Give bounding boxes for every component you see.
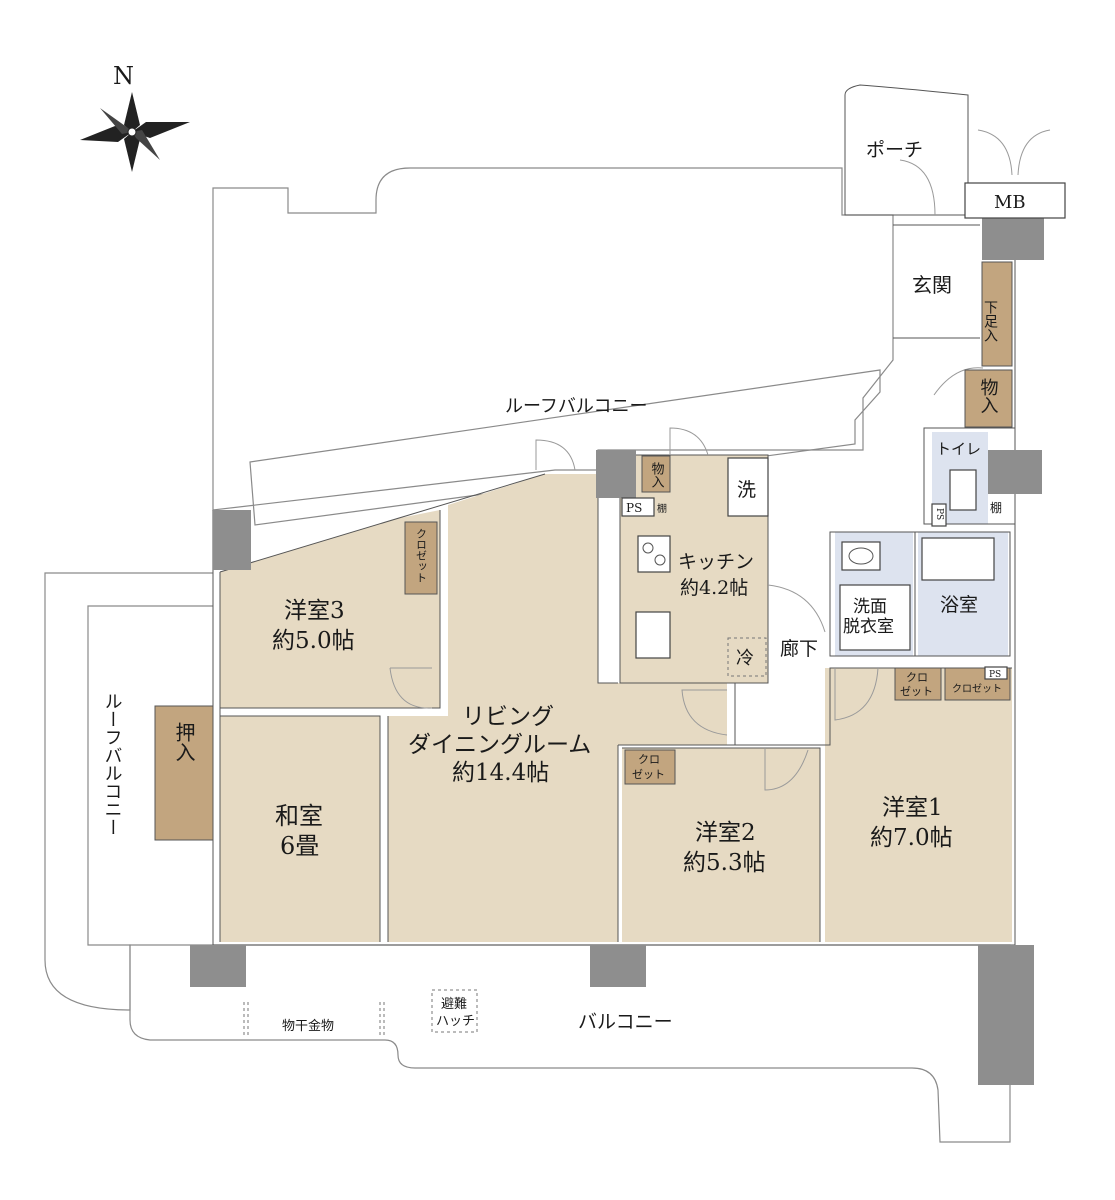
bathtub-icon <box>921 537 995 581</box>
sink-icon <box>635 611 671 659</box>
hatch-label-1: 避難 <box>441 997 467 1012</box>
ps-box-toilet <box>931 503 947 527</box>
laundry-hardware-label: 物干金物 <box>282 1018 334 1034</box>
kitchen-storage-block <box>641 455 671 493</box>
balcony-area <box>129 944 1011 1143</box>
stove-icon <box>637 535 671 573</box>
oshiire-label: 押入 <box>172 722 196 762</box>
hatch-label-2: ハッチ <box>436 1014 475 1029</box>
entrance-label: 玄関 <box>912 273 952 297</box>
western2-closet-block <box>624 749 676 785</box>
ps-box-hall <box>984 666 1008 680</box>
western1-size-label: 約7.0帖 <box>870 825 953 851</box>
western3-closet-block <box>404 521 438 595</box>
north-label: N <box>113 62 134 90</box>
western-room-3-floor <box>220 510 440 708</box>
roof-balcony-top-area <box>212 167 894 511</box>
western2-name-label: 洋室2 <box>695 820 756 846</box>
western3-name-label: 洋室3 <box>284 598 345 624</box>
western-room-1-floor <box>825 668 1012 942</box>
toilet-bowl-icon <box>949 469 977 511</box>
japanese-room-floor <box>220 716 380 942</box>
living-label-1: リビング <box>462 704 554 730</box>
washroom-label-1: 洗面 <box>853 597 887 617</box>
washing-machine-space <box>839 584 911 651</box>
living-room-floor <box>388 474 727 942</box>
living-size-label: 約14.4帖 <box>452 760 549 786</box>
closet-w2-label-2: ゼット <box>632 768 665 781</box>
balcony-label: バルコニー <box>578 1011 673 1033</box>
western2-size-label: 約5.3帖 <box>683 850 766 876</box>
fridge-space <box>727 637 767 677</box>
closet-w1a-label-1: クロ <box>906 671 928 684</box>
toilet-label: トイレ <box>936 440 981 458</box>
hallway-label: 廊下 <box>780 638 818 660</box>
shelf-toilet-label: 棚 <box>990 500 1002 515</box>
oshiire-block <box>154 705 214 841</box>
western1-closet-a-block <box>894 667 942 701</box>
mb-label: MB <box>994 192 1026 213</box>
japanese-size-label: 6畳 <box>280 832 319 860</box>
bathroom-label: 浴室 <box>940 594 978 616</box>
roof-balcony-left-label: ルーフバルコニー <box>102 692 123 836</box>
washroom-label-2: 脱衣室 <box>843 617 894 637</box>
evacuation-hatch <box>431 989 478 1033</box>
roof-balcony-top-label: ルーフバルコニー <box>505 396 648 417</box>
kitchen-size-label: 約4.2帖 <box>680 577 748 599</box>
mb-box <box>964 182 1066 219</box>
shelf-kitchen-label: 棚 <box>657 502 667 515</box>
japanese-name-label: 和室 <box>275 802 323 830</box>
closet-w2-label-1: クロ <box>638 753 660 766</box>
porch-label: ポーチ <box>866 139 923 161</box>
closet-w3-label: クロゼット <box>415 528 428 583</box>
ps-hall-label: PS <box>989 670 1001 680</box>
kitchen-storage-label: 物入 <box>649 462 665 488</box>
compass-rose-icon <box>80 92 190 172</box>
ps-box-kitchen <box>621 497 655 517</box>
ps-kitchen-label: PS <box>626 501 642 515</box>
storage-entrance-label: 物入 <box>978 378 999 414</box>
shoe-storage-block <box>981 261 1013 367</box>
laundry-label: 洗 <box>737 479 756 501</box>
kitchen-name-label: キッチン <box>678 551 754 573</box>
western3-size-label: 約5.0帖 <box>272 628 355 654</box>
shoe-storage-label: 下足入 <box>982 300 998 342</box>
closet-w1b-label: クロゼット <box>952 683 1002 695</box>
pillars <box>190 218 1044 1085</box>
living-label-2: ダイニングルーム <box>408 732 591 758</box>
ps-toilet-label: PS <box>934 508 944 520</box>
laundry-pan <box>727 457 769 517</box>
door-swings <box>389 129 1051 791</box>
entrance-storage-block <box>964 369 1013 428</box>
closet-w1a-label-2: ゼット <box>900 685 933 698</box>
fridge-label: 冷 <box>736 648 754 669</box>
western1-name-label: 洋室1 <box>882 795 943 821</box>
washbasin-icon <box>841 541 881 571</box>
